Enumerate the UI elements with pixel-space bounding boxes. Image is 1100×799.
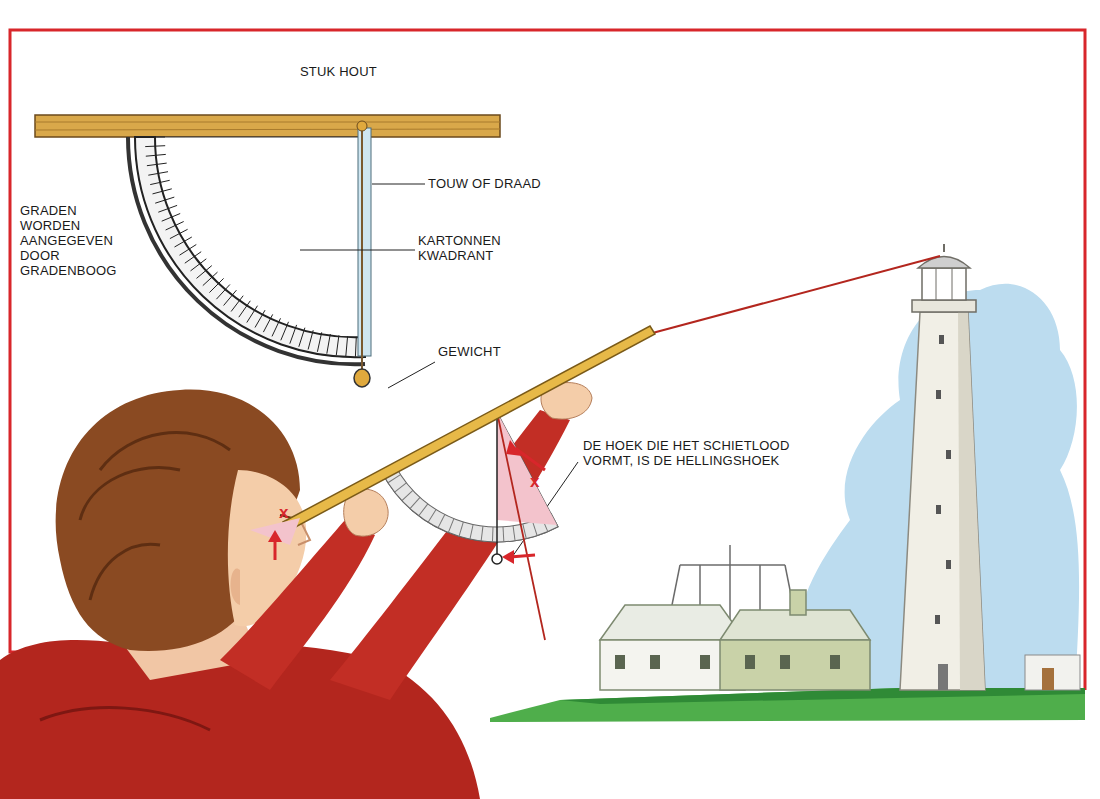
scale-tick [216, 285, 230, 300]
angle-mark: x [530, 474, 550, 489]
scale-tick [508, 526, 519, 541]
scale-tick [272, 318, 281, 336]
red-arrows [268, 440, 545, 564]
scale-tick [299, 328, 305, 347]
scale-tick [263, 314, 272, 332]
scale-tick [191, 259, 207, 271]
scale-tick [255, 310, 265, 327]
small-weight [492, 554, 502, 564]
scale-tick [158, 205, 177, 212]
scale-tick [465, 524, 479, 539]
scale-tick [281, 322, 289, 341]
part-label: KARTONNEN KWADRANT [418, 233, 513, 263]
keeper-houses [600, 590, 1080, 690]
lighthouse [900, 244, 985, 690]
scale-tick [290, 325, 297, 344]
scale-tick [336, 335, 339, 355]
angle-wedge [497, 412, 557, 525]
scale-tick [203, 272, 218, 286]
small-plumb-string [496, 412, 498, 555]
angle-mark: x [279, 505, 299, 520]
scale-tick [231, 296, 243, 312]
scale-tick [416, 504, 431, 516]
scale-tick [180, 245, 197, 256]
scale-tick [148, 172, 168, 176]
sighting-stick [283, 326, 655, 531]
wooden-plank [35, 115, 500, 137]
scale-tick [145, 145, 165, 147]
scale-tick [153, 189, 172, 194]
scale-tick [444, 519, 459, 533]
scale-tick [145, 137, 165, 138]
scale-tick [454, 522, 468, 536]
part-label: TOUW OF DRAAD [428, 176, 558, 191]
eye-angle-wedge [250, 518, 300, 545]
scale-tick [247, 306, 258, 323]
hand-clinometer [382, 412, 558, 588]
woman [0, 383, 592, 799]
frame-line [10, 30, 1085, 690]
scale-tick [317, 332, 321, 352]
scale-tick [393, 483, 407, 492]
note-label: DE HOEK DIE HET SCHIETLOOD VORMT, IS DE … [583, 438, 818, 468]
scale-tick [175, 237, 192, 247]
scale-tick [308, 330, 313, 349]
scale-tick [146, 154, 166, 156]
scale-tick [355, 337, 357, 357]
scale-tick [166, 222, 184, 231]
scale-tick [147, 163, 167, 166]
scale-tick [209, 278, 223, 292]
scale-tick [327, 334, 331, 354]
scale-tick [239, 301, 251, 317]
scale-tick [434, 514, 449, 527]
scale-tick [497, 527, 509, 542]
scale-tick [170, 229, 188, 238]
ground [490, 688, 1085, 722]
scale-tick [425, 510, 440, 523]
part-label: STUK HOUT [300, 64, 420, 79]
scale-tick [162, 214, 181, 222]
scale-tick [197, 266, 212, 279]
scale-tick [185, 252, 201, 264]
part-label: GEWICHT [438, 344, 528, 359]
scale-tick [346, 336, 348, 356]
scale-tick [408, 497, 423, 508]
sight-line [645, 256, 940, 335]
scale-tick [150, 180, 170, 184]
scale-tick [400, 490, 415, 500]
plumb-line [354, 121, 371, 387]
cardboard-quadrant [128, 137, 365, 364]
scale-tick [475, 526, 488, 541]
scale-tick [224, 290, 237, 305]
extended-plumb-line [497, 412, 545, 640]
part-label: GRADEN WORDEN AANGEGEVEN DOOR GRADENBOOG [20, 203, 115, 278]
scale-tick [155, 197, 174, 203]
scale-tick [530, 521, 539, 535]
